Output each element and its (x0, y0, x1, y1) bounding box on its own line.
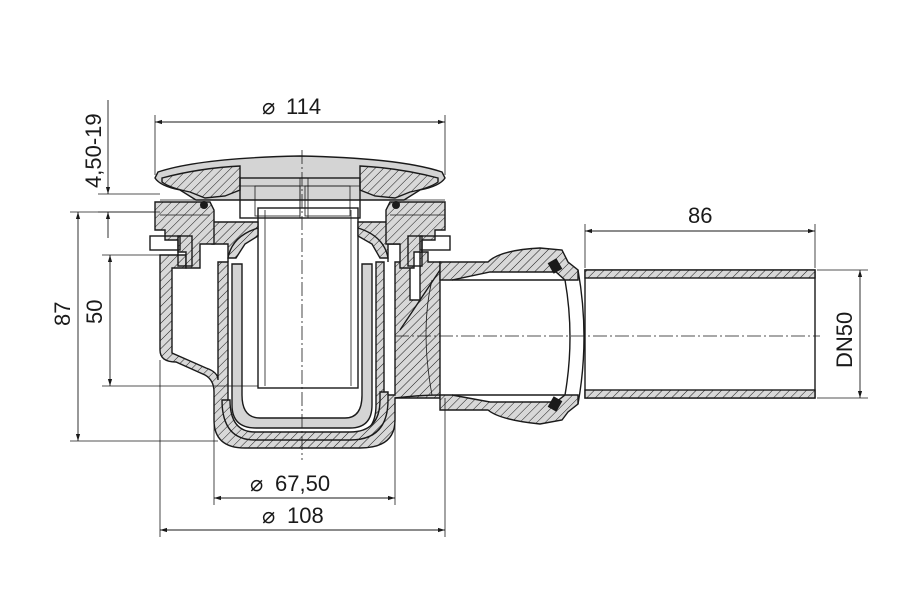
pipe-clip-top (547, 258, 563, 274)
dimension-lines (70, 100, 868, 537)
drain-cover (154, 155, 446, 219)
label-diameter-114: 114 (286, 94, 321, 119)
dimension-labels: ⌀ 114 4,50-19 87 50 86 DN50 ⌀ 67,50 ⌀ 10… (50, 94, 857, 528)
symbol-diameter-67-50: ⌀ (250, 471, 263, 496)
label-diameter-67-50: 67,50 (275, 471, 330, 496)
drain-sump (221, 391, 389, 441)
label-diameter-108: 108 (287, 503, 324, 528)
outlet-connector (439, 247, 579, 281)
left-clamp-ring (154, 201, 215, 269)
label-height-4-50-19: 4,50-19 (81, 113, 106, 188)
drain-inner-bowl (231, 263, 373, 429)
standpipe-flange (211, 221, 259, 259)
center-lines (301, 150, 820, 460)
right-seal-ring (392, 201, 400, 209)
symbol-diameter-108: ⌀ (262, 503, 275, 528)
right-clamp-ring (385, 201, 446, 269)
outlet-pipe-assembly (394, 247, 816, 425)
clamp-flanges (149, 199, 451, 269)
drain-outer-shell (159, 251, 441, 449)
label-length-86: 86 (688, 203, 712, 228)
left-seal-ring (200, 201, 208, 209)
pipe-dn50 (584, 269, 816, 399)
label-height-87: 87 (50, 302, 75, 326)
pipe-clip-bottom (547, 396, 563, 412)
label-height-50: 50 (82, 300, 107, 324)
odor-trap-standpipe (257, 207, 359, 389)
label-pipe-dn50: DN50 (832, 312, 857, 368)
symbol-diameter-114: ⌀ (262, 94, 275, 119)
